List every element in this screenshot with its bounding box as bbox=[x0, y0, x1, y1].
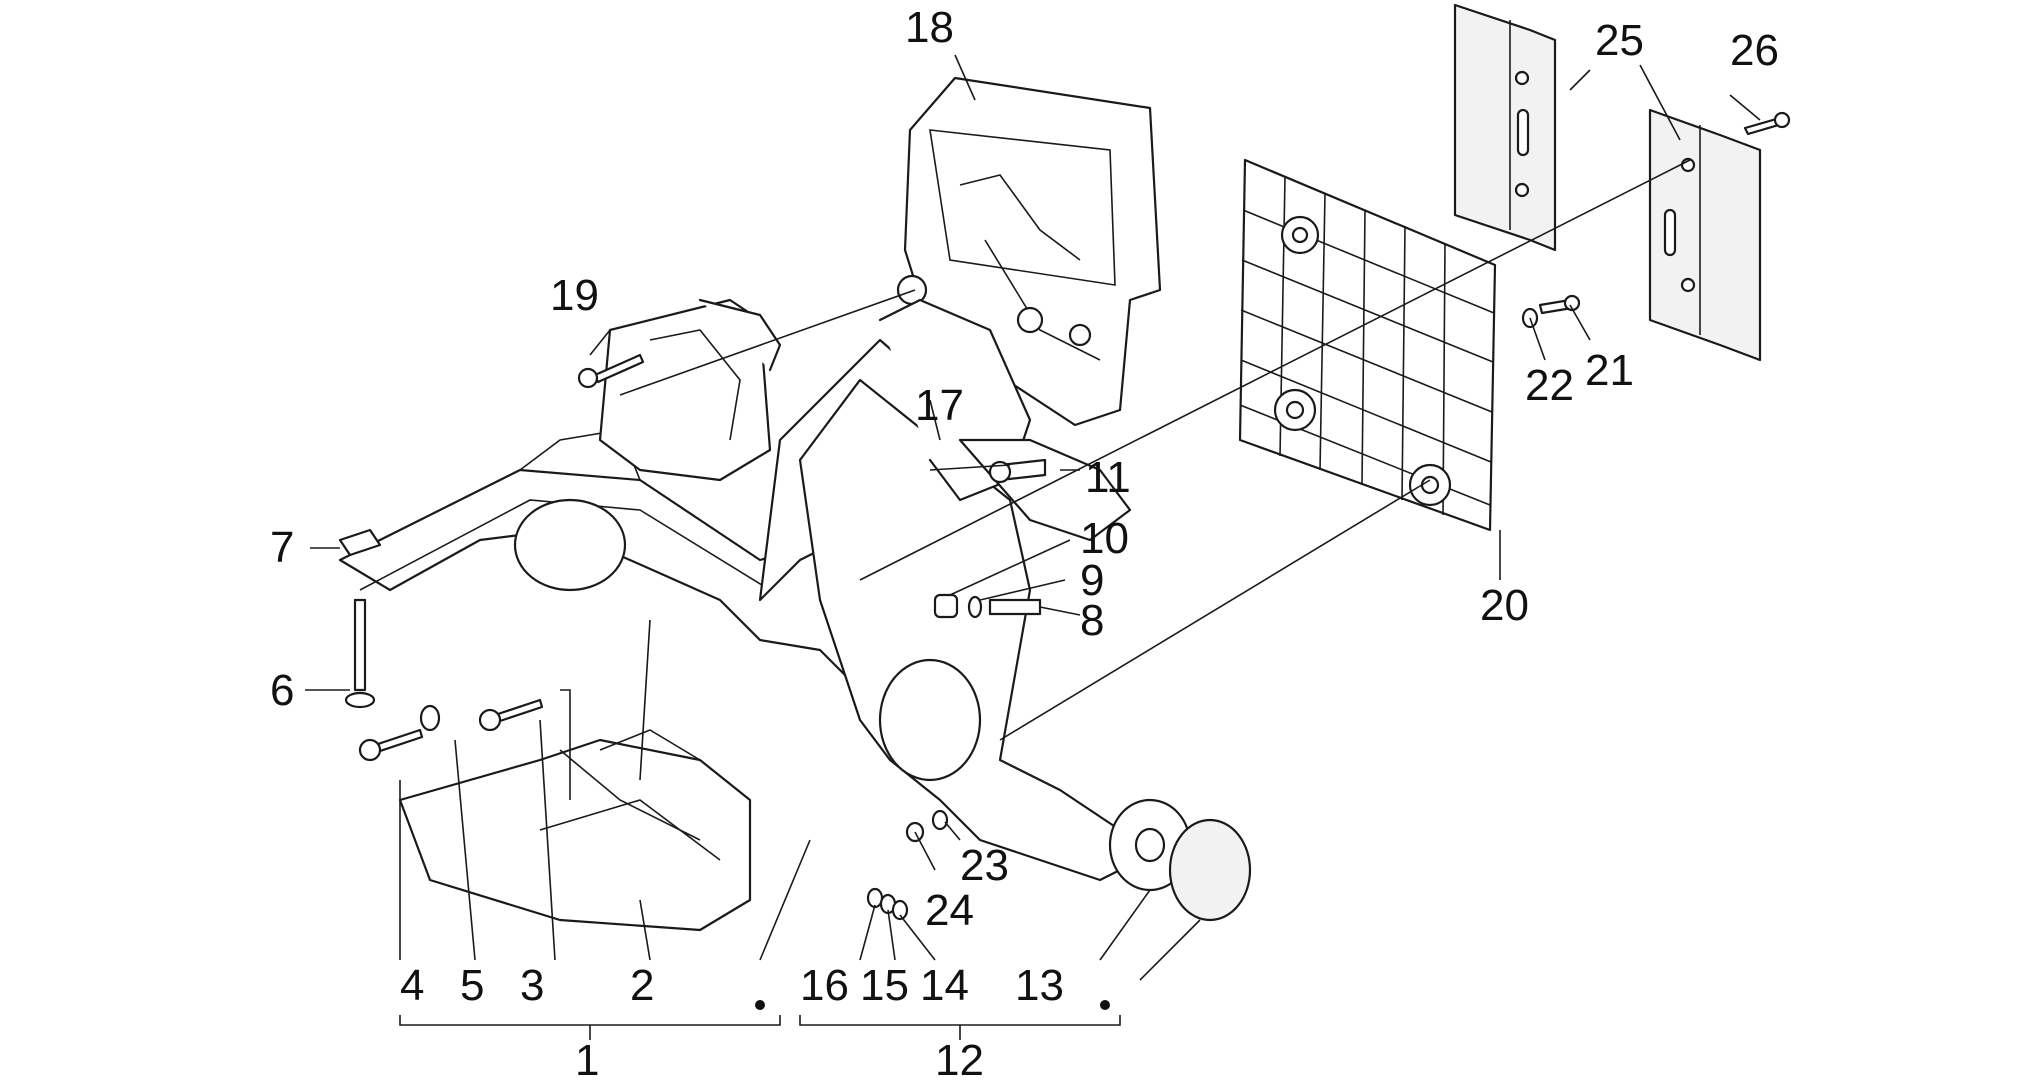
callout-9: 9 bbox=[1080, 556, 1104, 605]
callout-4: 4 bbox=[400, 961, 424, 1010]
callout-19: 19 bbox=[550, 271, 599, 320]
callout-8: 8 bbox=[1080, 596, 1104, 645]
callout-13: 13 bbox=[1015, 961, 1064, 1010]
part-17-support-arm bbox=[758, 298, 1142, 882]
group-bracket-12 bbox=[799, 1000, 1121, 1040]
callout-16: 16 bbox=[800, 961, 849, 1010]
callout-21: 21 bbox=[1585, 346, 1634, 395]
callout-20: 20 bbox=[1480, 581, 1529, 630]
callout-6: 6 bbox=[270, 666, 294, 715]
callout-22: 22 bbox=[1525, 361, 1574, 410]
part-20-plate-holder bbox=[1238, 158, 1497, 532]
callout-15: 15 bbox=[860, 961, 909, 1010]
callout-26: 26 bbox=[1730, 26, 1779, 75]
part-2-under-cover bbox=[398, 729, 752, 932]
callout-11: 11 bbox=[1085, 453, 1131, 502]
callout-17: 17 bbox=[915, 381, 964, 430]
part-13-reflector bbox=[1108, 798, 1252, 922]
leader-lines bbox=[305, 54, 1761, 981]
callout-10: 10 bbox=[1080, 514, 1129, 563]
callout-1: 1 bbox=[575, 1036, 599, 1084]
callout-25: 25 bbox=[1595, 16, 1644, 65]
part-26-screw bbox=[1743, 111, 1791, 136]
callout-labels: 18 19 17 11 10 9 8 7 6 20 22 21 25 26 23… bbox=[270, 3, 1779, 1084]
callout-2: 2 bbox=[630, 961, 654, 1010]
callout-7: 7 bbox=[270, 523, 294, 572]
callout-23: 23 bbox=[960, 841, 1009, 890]
callout-12: 12 bbox=[935, 1036, 984, 1084]
callout-24: 24 bbox=[925, 886, 974, 935]
callout-3: 3 bbox=[520, 961, 544, 1010]
part-25-plate-brackets bbox=[1453, 3, 1762, 362]
callout-18: 18 bbox=[905, 3, 954, 52]
group-bracket-1 bbox=[399, 1000, 781, 1040]
callout-5: 5 bbox=[460, 961, 484, 1010]
callout-14: 14 bbox=[920, 961, 969, 1010]
